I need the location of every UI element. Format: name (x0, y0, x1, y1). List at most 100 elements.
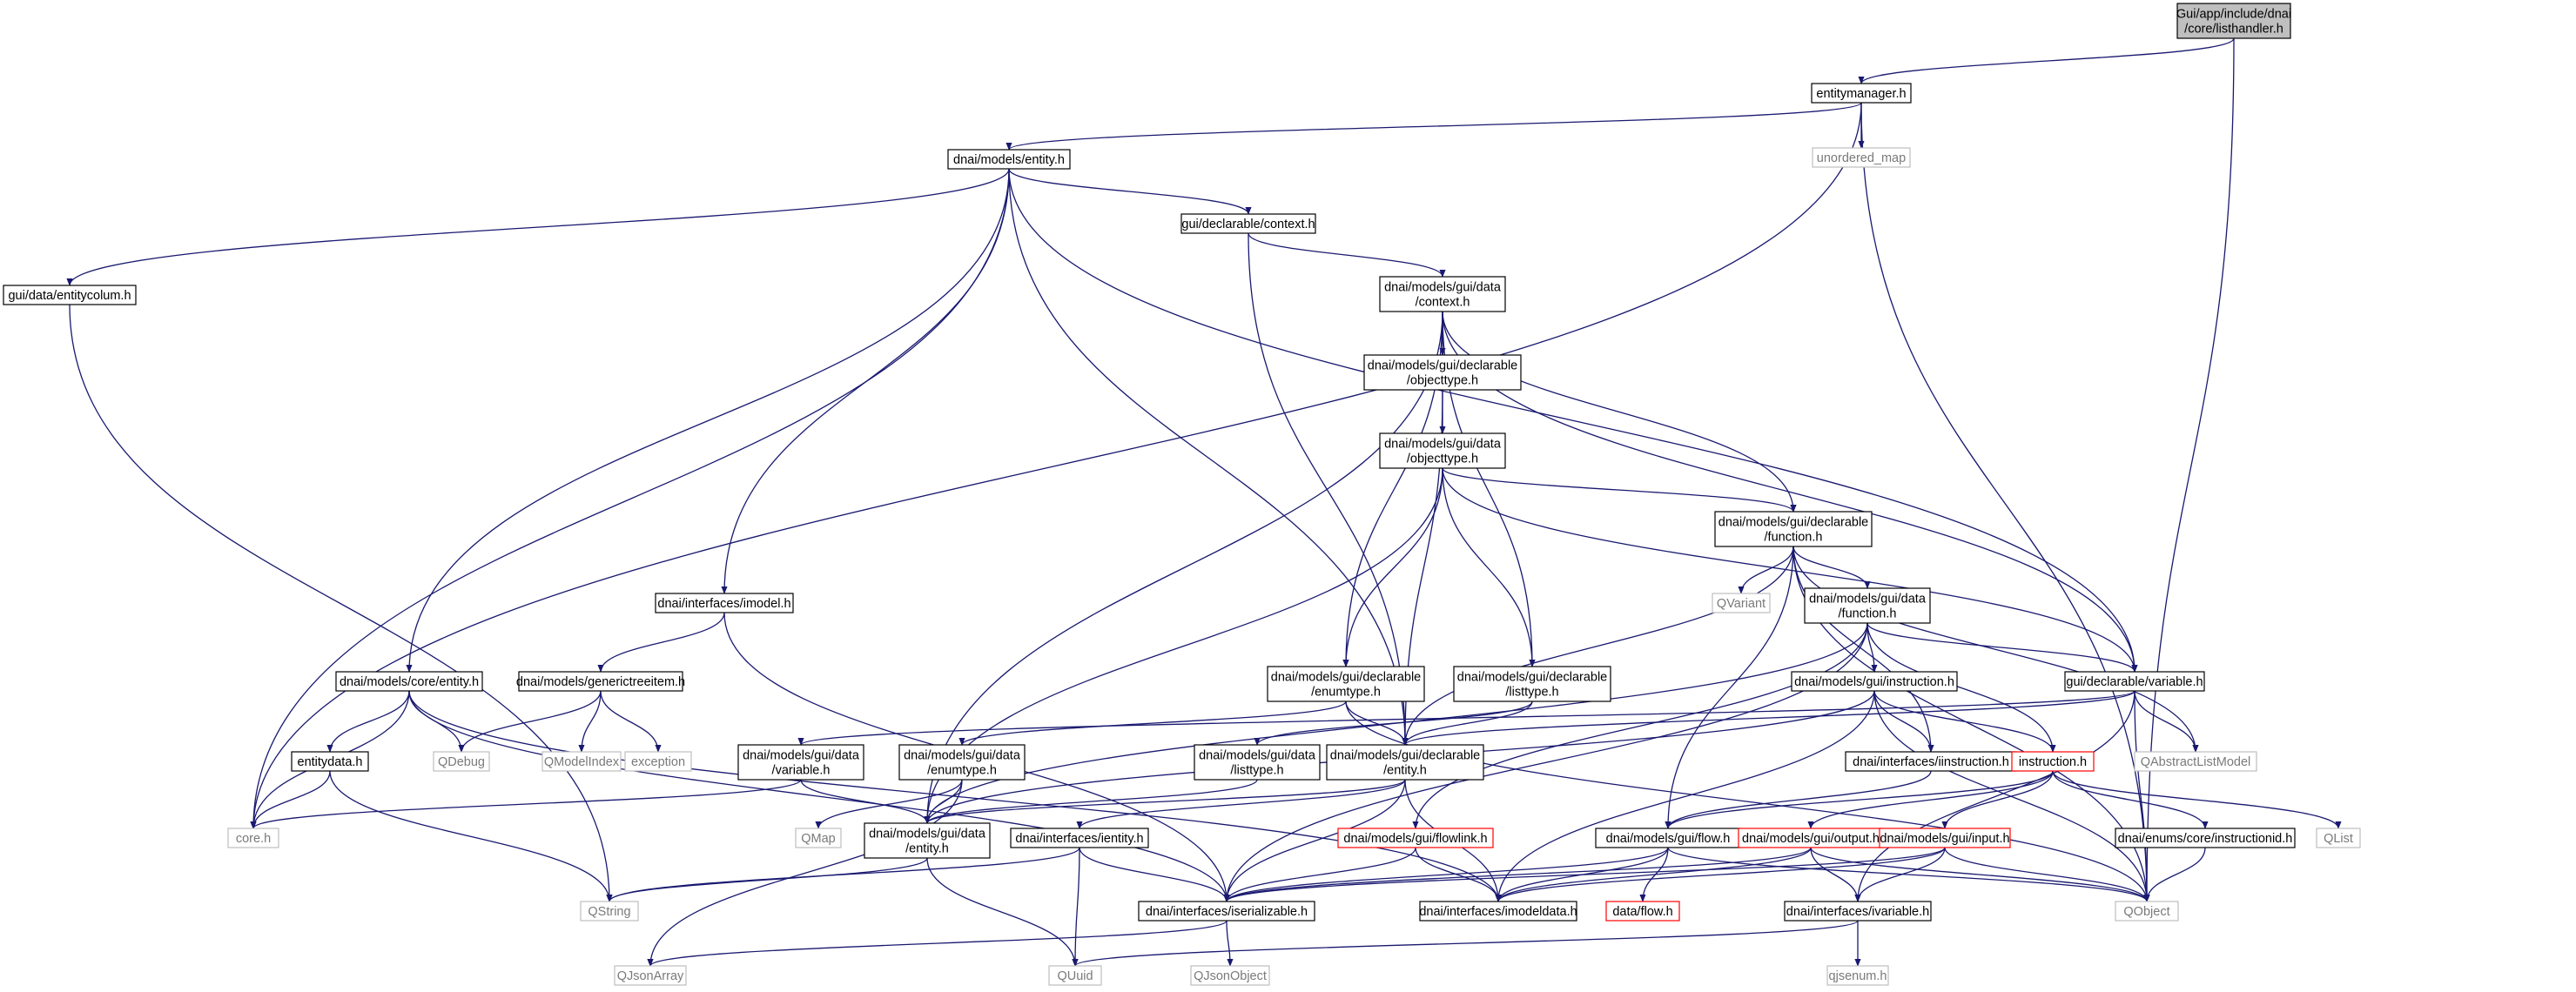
node-qobject[interactable]: QObject (2115, 901, 2179, 922)
node-label-quuid-0: QUuid (1057, 969, 1093, 983)
node-decl_listtype[interactable]: dnai/models/gui/declarable/listtype.h (1453, 666, 1611, 702)
node-qmap[interactable]: QMap (795, 828, 842, 848)
edge-flowlink-to-iserializable (1223, 847, 1416, 902)
node-label-flowlink-0: dnai/models/gui/flowlink.h (1343, 832, 1487, 846)
node-box-data_function (1804, 587, 1931, 624)
node-label-qstring-0: QString (588, 905, 630, 919)
node-generictreeitem[interactable]: dnai/models/generictreeitem.h (516, 671, 685, 692)
node-label-decl_objecttype-0: dnai/models/gui/declarable (1368, 359, 1518, 373)
node-label-models_entity-0: dnai/models/entity.h (953, 153, 1065, 167)
edge-decl_function-to-data_function (1792, 546, 1871, 589)
node-label-context_h-0: gui/declarable/context.h (1181, 218, 1315, 231)
node-label-decl_objecttype-1: /objecttype.h (1407, 374, 1478, 388)
node-data_listtype[interactable]: dnai/models/gui/data/listtype.h (1194, 744, 1321, 781)
node-models_entity[interactable]: dnai/models/entity.h (947, 149, 1071, 170)
node-input_h[interactable]: dnai/models/gui/input.h (1879, 828, 2011, 848)
node-label-flow_h-0: dnai/models/gui/flow.h (1606, 832, 1731, 846)
node-core_entity[interactable]: dnai/models/core/entity.h (335, 671, 483, 692)
node-decl_variable[interactable]: gui/declarable/variable.h (2064, 671, 2205, 692)
node-decl_function[interactable]: dnai/models/gui/declarable/function.h (1714, 511, 1873, 547)
edge-input_h-to-ivariable (1854, 847, 1946, 902)
node-data_objecttype[interactable]: dnai/models/gui/data/objecttype.h (1379, 432, 1506, 469)
node-data_variable[interactable]: dnai/models/gui/data/variable.h (737, 744, 864, 781)
node-label-qvariant-0: QVariant (1717, 597, 1766, 611)
node-entitydata[interactable]: entitydata.h (291, 751, 369, 772)
edge-output_h-to-imodeldata (1495, 847, 1812, 902)
node-data_context[interactable]: dnai/models/gui/data/context.h (1379, 276, 1506, 312)
node-ientity[interactable]: dnai/interfaces/ientity.h (1010, 828, 1149, 848)
node-data_entity[interactable]: dnai/models/gui/data/entity.h (864, 822, 991, 859)
edge-instruction_h-to-instructionid (2052, 770, 2209, 829)
edge-input_h-to-iserializable (1223, 847, 1946, 902)
edge-flow_h-to-qobject (1667, 847, 2150, 902)
node-qlist[interactable]: QList (2316, 828, 2361, 848)
node-qjsenum[interactable]: qjsenum.h (1826, 965, 1889, 986)
edge-data_objecttype-to-decl_enumtype (1342, 467, 1443, 667)
node-gui_instruction[interactable]: dnai/models/gui/instruction.h (1791, 671, 1958, 692)
node-context_h[interactable]: gui/declarable/context.h (1180, 213, 1316, 234)
edge-generictreeitem-to-qdebug (458, 690, 602, 753)
node-box-iserializable (1138, 901, 1315, 922)
edge-models_entity-to-core_entity (406, 168, 1010, 673)
node-flowlink[interactable]: dnai/models/gui/flowlink.h (1337, 828, 1494, 848)
node-label-qjsonarray-0: QJsonArray (617, 969, 684, 983)
node-label-imodeldata-0: dnai/interfaces/imodeldata.h (1419, 905, 1577, 919)
node-qjsonobject[interactable]: QJsonObject (1190, 965, 1270, 986)
node-qdebug[interactable]: QDebug (433, 751, 490, 772)
node-data_flow[interactable]: data/flow.h (1605, 901, 1680, 922)
node-box-decl_listtype (1453, 666, 1611, 702)
node-label-qjsenum-0: qjsenum.h (1829, 969, 1887, 983)
node-box-entitycolum (3, 285, 137, 305)
node-data_enumtype[interactable]: dnai/models/gui/data/enumtype.h (898, 744, 1026, 781)
node-listhandler[interactable]: Gui/app/include/dnai/core/listhandler.h (2176, 3, 2291, 39)
edge-core_entity-to-imodeldata (408, 690, 1502, 902)
edge-data_context-to-decl_function (1442, 311, 1797, 513)
node-box-qobject (2115, 901, 2179, 922)
node-qmodelindex[interactable]: QModelIndex (541, 751, 622, 772)
node-qabstractlistmodel[interactable]: QAbstractListModel (2134, 751, 2257, 772)
node-quuid[interactable]: QUuid (1048, 965, 1102, 986)
node-qstring[interactable]: QString (580, 901, 639, 922)
node-qvariant[interactable]: QVariant (1712, 593, 1771, 613)
node-iserializable[interactable]: dnai/interfaces/iserializable.h (1138, 901, 1315, 922)
node-label-decl_entity-0: dnai/models/gui/declarable (1330, 749, 1481, 763)
node-box-data_enumtype (898, 744, 1026, 781)
node-box-qstring (580, 901, 639, 922)
node-decl_enumtype[interactable]: dnai/models/gui/declarable/enumtype.h (1267, 666, 1425, 702)
node-iinstruction[interactable]: dnai/interfaces/iinstruction.h (1845, 751, 2017, 772)
node-label-qmodelindex-0: QModelIndex (544, 755, 620, 769)
node-output_h[interactable]: dnai/models/gui/output.h (1738, 828, 1884, 848)
node-label-decl_enumtype-1: /enumtype.h (1311, 686, 1381, 700)
node-unordered_map[interactable]: unordered_map (1812, 147, 1911, 168)
edge-decl_function-to-qabstractlistmodel (1792, 546, 2199, 753)
node-core_h[interactable]: core.h (227, 828, 279, 848)
node-ivariable[interactable]: dnai/interfaces/ivariable.h (1784, 901, 1932, 922)
node-decl_entity[interactable]: dnai/models/gui/declarable/entity.h (1326, 744, 1484, 781)
edge-output_h-to-iserializable (1223, 847, 1812, 902)
node-exception[interactable]: exception (624, 751, 692, 772)
edge-decl_function-to-decl_entity (1402, 546, 1794, 746)
node-entitymanager[interactable]: entitymanager.h (1811, 83, 1912, 104)
node-instructionid[interactable]: dnai/enums/core/instructionid.h (2115, 828, 2296, 848)
node-label-data_function-1: /function.h (1839, 607, 1897, 621)
edge-iserializable-to-qjsonobject (1226, 920, 1234, 967)
node-label-data_context-0: dnai/models/gui/data (1384, 281, 1502, 295)
node-box-data_entity (864, 822, 991, 859)
node-box-data_listtype (1194, 744, 1321, 781)
edge-data_objecttype-to-decl_listtype (1442, 467, 1536, 667)
node-decl_objecttype[interactable]: dnai/models/gui/declarable/objecttype.h (1363, 354, 1522, 391)
node-flow_h[interactable]: dnai/models/gui/flow.h (1595, 828, 1741, 848)
edge-decl_entity-to-iserializable (1223, 779, 1406, 902)
node-data_function[interactable]: dnai/models/gui/data/function.h (1804, 587, 1931, 624)
edge-decl_variable-to-decl_entity (1402, 690, 2135, 746)
node-instruction_h[interactable]: instruction.h (2011, 751, 2095, 772)
node-imodel[interactable]: dnai/interfaces/imodel.h (655, 593, 794, 613)
edge-entitydata-to-core_h (250, 770, 331, 829)
node-label-data_function-0: dnai/models/gui/data (1809, 593, 1927, 607)
edge-data_variable-to-data_entity (800, 779, 931, 824)
header-file-nodes: Gui/app/include/dnai/core/listhandler.h e… (3, 3, 2361, 986)
node-qjsonarray[interactable]: QJsonArray (614, 965, 687, 986)
node-imodeldata[interactable]: dnai/interfaces/imodeldata.h (1419, 901, 1577, 922)
node-entitycolum[interactable]: gui/data/entitycolum.h (3, 285, 137, 305)
edge-data_context-to-decl_variable (1442, 311, 2138, 673)
